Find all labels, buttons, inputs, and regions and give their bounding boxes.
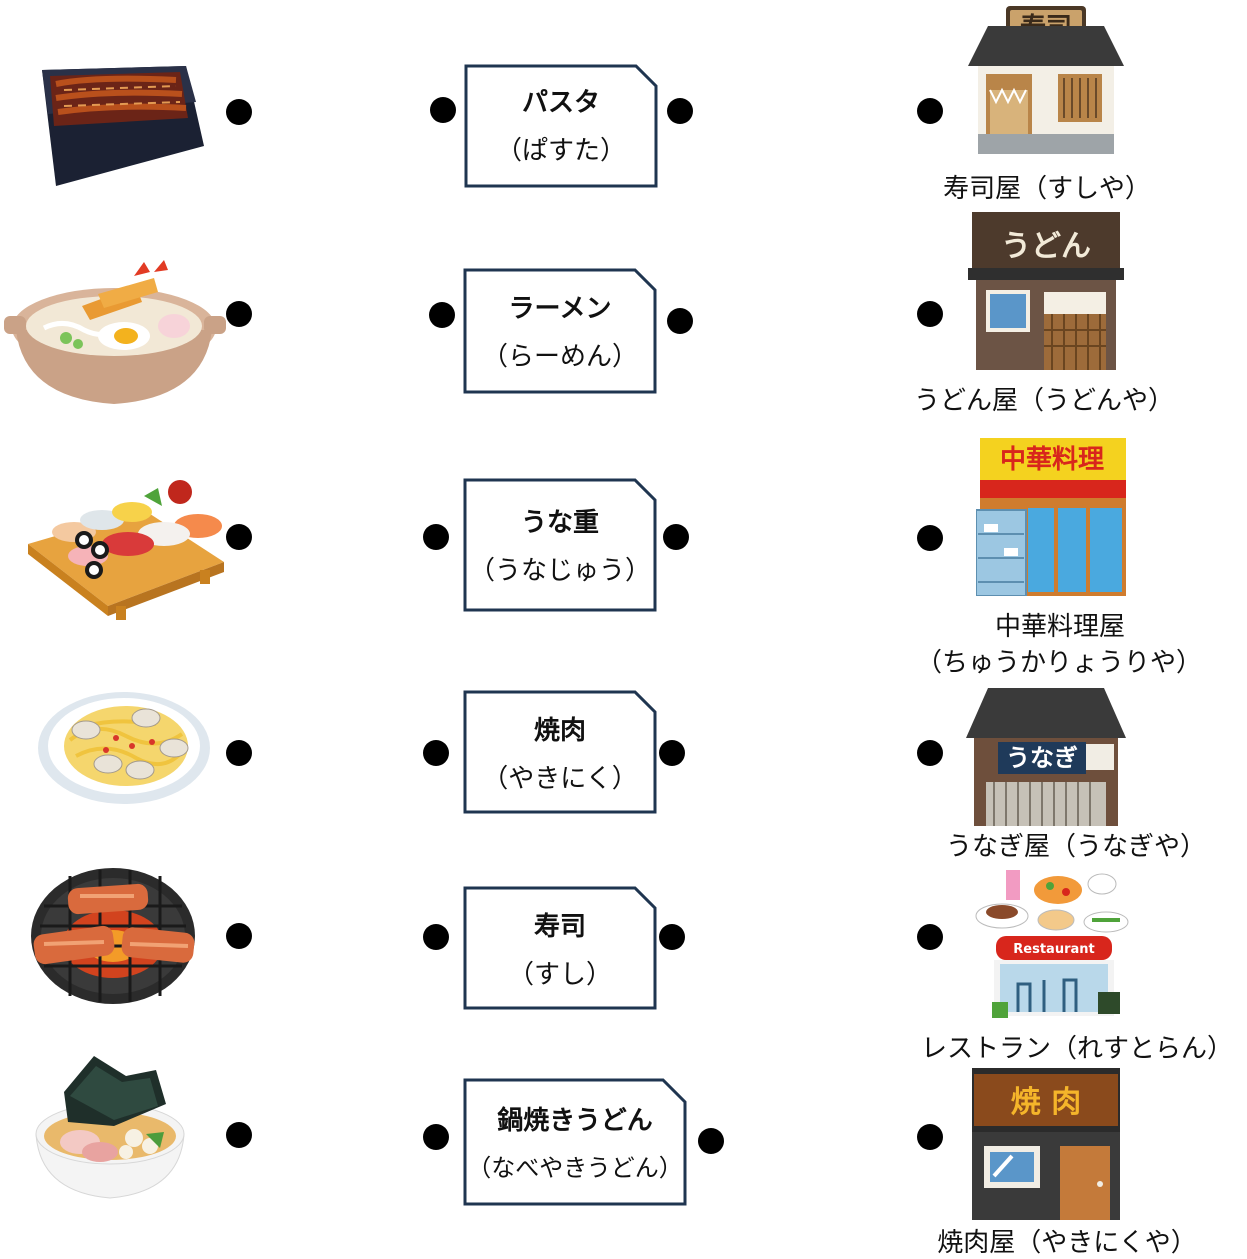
word-text: うな重 bbox=[520, 508, 599, 538]
word-2-left-dot[interactable] bbox=[429, 302, 455, 328]
shop-label: うなぎ屋（うなぎや） bbox=[945, 832, 1206, 862]
word-3-right-dot[interactable] bbox=[663, 524, 689, 550]
yakiniku-shop-icon: 焼 肉 bbox=[968, 1068, 1124, 1220]
word-text: 鍋焼きうどん bbox=[497, 1106, 653, 1136]
word-reading: （やきにく） bbox=[482, 764, 638, 794]
word-text: 焼肉 bbox=[533, 716, 586, 746]
word-1-left-dot[interactable] bbox=[430, 97, 456, 123]
word-text: パスタ bbox=[521, 88, 600, 118]
word-card-6: 鍋焼きうどん （なべやきうどん） bbox=[463, 1078, 687, 1206]
shop-2-dot[interactable] bbox=[917, 301, 943, 327]
pasta-plate-icon bbox=[36, 690, 212, 806]
word-reading: （なべやきうどん） bbox=[467, 1154, 683, 1182]
food-3-dot[interactable] bbox=[226, 524, 252, 550]
shop-1-dot[interactable] bbox=[917, 98, 943, 124]
word-card-2: ラーメン （らーめん） bbox=[463, 268, 657, 394]
shop-sign-text: うなぎ bbox=[1006, 744, 1078, 772]
shop-4-dot[interactable] bbox=[917, 740, 943, 766]
unagi-shop-icon: うなぎ bbox=[966, 686, 1126, 826]
word-reading: （らーめん） bbox=[481, 342, 638, 372]
word-4-left-dot[interactable] bbox=[423, 740, 449, 766]
word-reading: （ぱすた） bbox=[495, 136, 626, 166]
sushi-shop-icon: 寿司 bbox=[966, 4, 1126, 154]
word-card-1: パスタ （ぱすた） bbox=[464, 64, 658, 188]
word-1-right-dot[interactable] bbox=[667, 98, 693, 124]
word-5-right-dot[interactable] bbox=[659, 924, 685, 950]
word-4-right-dot[interactable] bbox=[659, 740, 685, 766]
shop-label: 寿司屋（すしや） bbox=[943, 174, 1151, 204]
udon-shop-icon: うどん bbox=[968, 210, 1124, 370]
word-3-left-dot[interactable] bbox=[423, 524, 449, 550]
shop-label: レストラン（れすとらん） bbox=[920, 1034, 1233, 1064]
word-2-right-dot[interactable] bbox=[667, 308, 693, 334]
shop-label: 焼肉屋（やきにくや） bbox=[937, 1228, 1197, 1258]
shop-6-dot[interactable] bbox=[917, 1124, 943, 1150]
yakiniku-grill-icon bbox=[30, 866, 196, 1006]
food-2-dot[interactable] bbox=[226, 301, 252, 327]
shop-sign-text: 中華料理 bbox=[1000, 445, 1104, 475]
food-6-dot[interactable] bbox=[226, 1122, 252, 1148]
word-reading: （うなじゅう） bbox=[468, 556, 651, 586]
word-5-left-dot[interactable] bbox=[423, 924, 449, 950]
shop-label-reading: （ちゅうかりょうりや） bbox=[915, 648, 1202, 678]
restaurant-icon: Restaurant bbox=[974, 866, 1134, 1022]
food-4-dot[interactable] bbox=[226, 740, 252, 766]
shop-3-dot[interactable] bbox=[917, 525, 943, 551]
word-reading: （すし） bbox=[507, 960, 612, 990]
shop-sign-text: 焼 肉 bbox=[1011, 1085, 1081, 1120]
word-text: 寿司 bbox=[533, 912, 586, 942]
word-6-right-dot[interactable] bbox=[698, 1128, 724, 1154]
word-card-5: 寿司 （すし） bbox=[463, 886, 657, 1010]
shop-label: うどん屋（うどんや） bbox=[913, 386, 1174, 416]
word-6-left-dot[interactable] bbox=[423, 1124, 449, 1150]
shop-sign-text: Restaurant bbox=[1013, 942, 1094, 957]
shop-label: 中華料理屋 bbox=[994, 612, 1125, 642]
word-text: ラーメン bbox=[508, 294, 612, 324]
shop-5-dot[interactable] bbox=[917, 924, 943, 950]
word-card-4: 焼肉 （やきにく） bbox=[463, 690, 657, 814]
sushi-platter-icon bbox=[24, 478, 228, 620]
chinese-restaurant-icon: 中華料理 bbox=[976, 436, 1128, 596]
nabeyaki-udon-pot-icon bbox=[4, 258, 226, 406]
word-card-3: うな重 （うなじゅう） bbox=[463, 478, 657, 612]
food-1-dot[interactable] bbox=[226, 99, 252, 125]
shop-sign-text: うどん bbox=[1001, 229, 1091, 264]
food-5-dot[interactable] bbox=[226, 923, 252, 949]
unaju-box-icon bbox=[36, 62, 208, 190]
ramen-bowl-icon bbox=[34, 1052, 186, 1200]
